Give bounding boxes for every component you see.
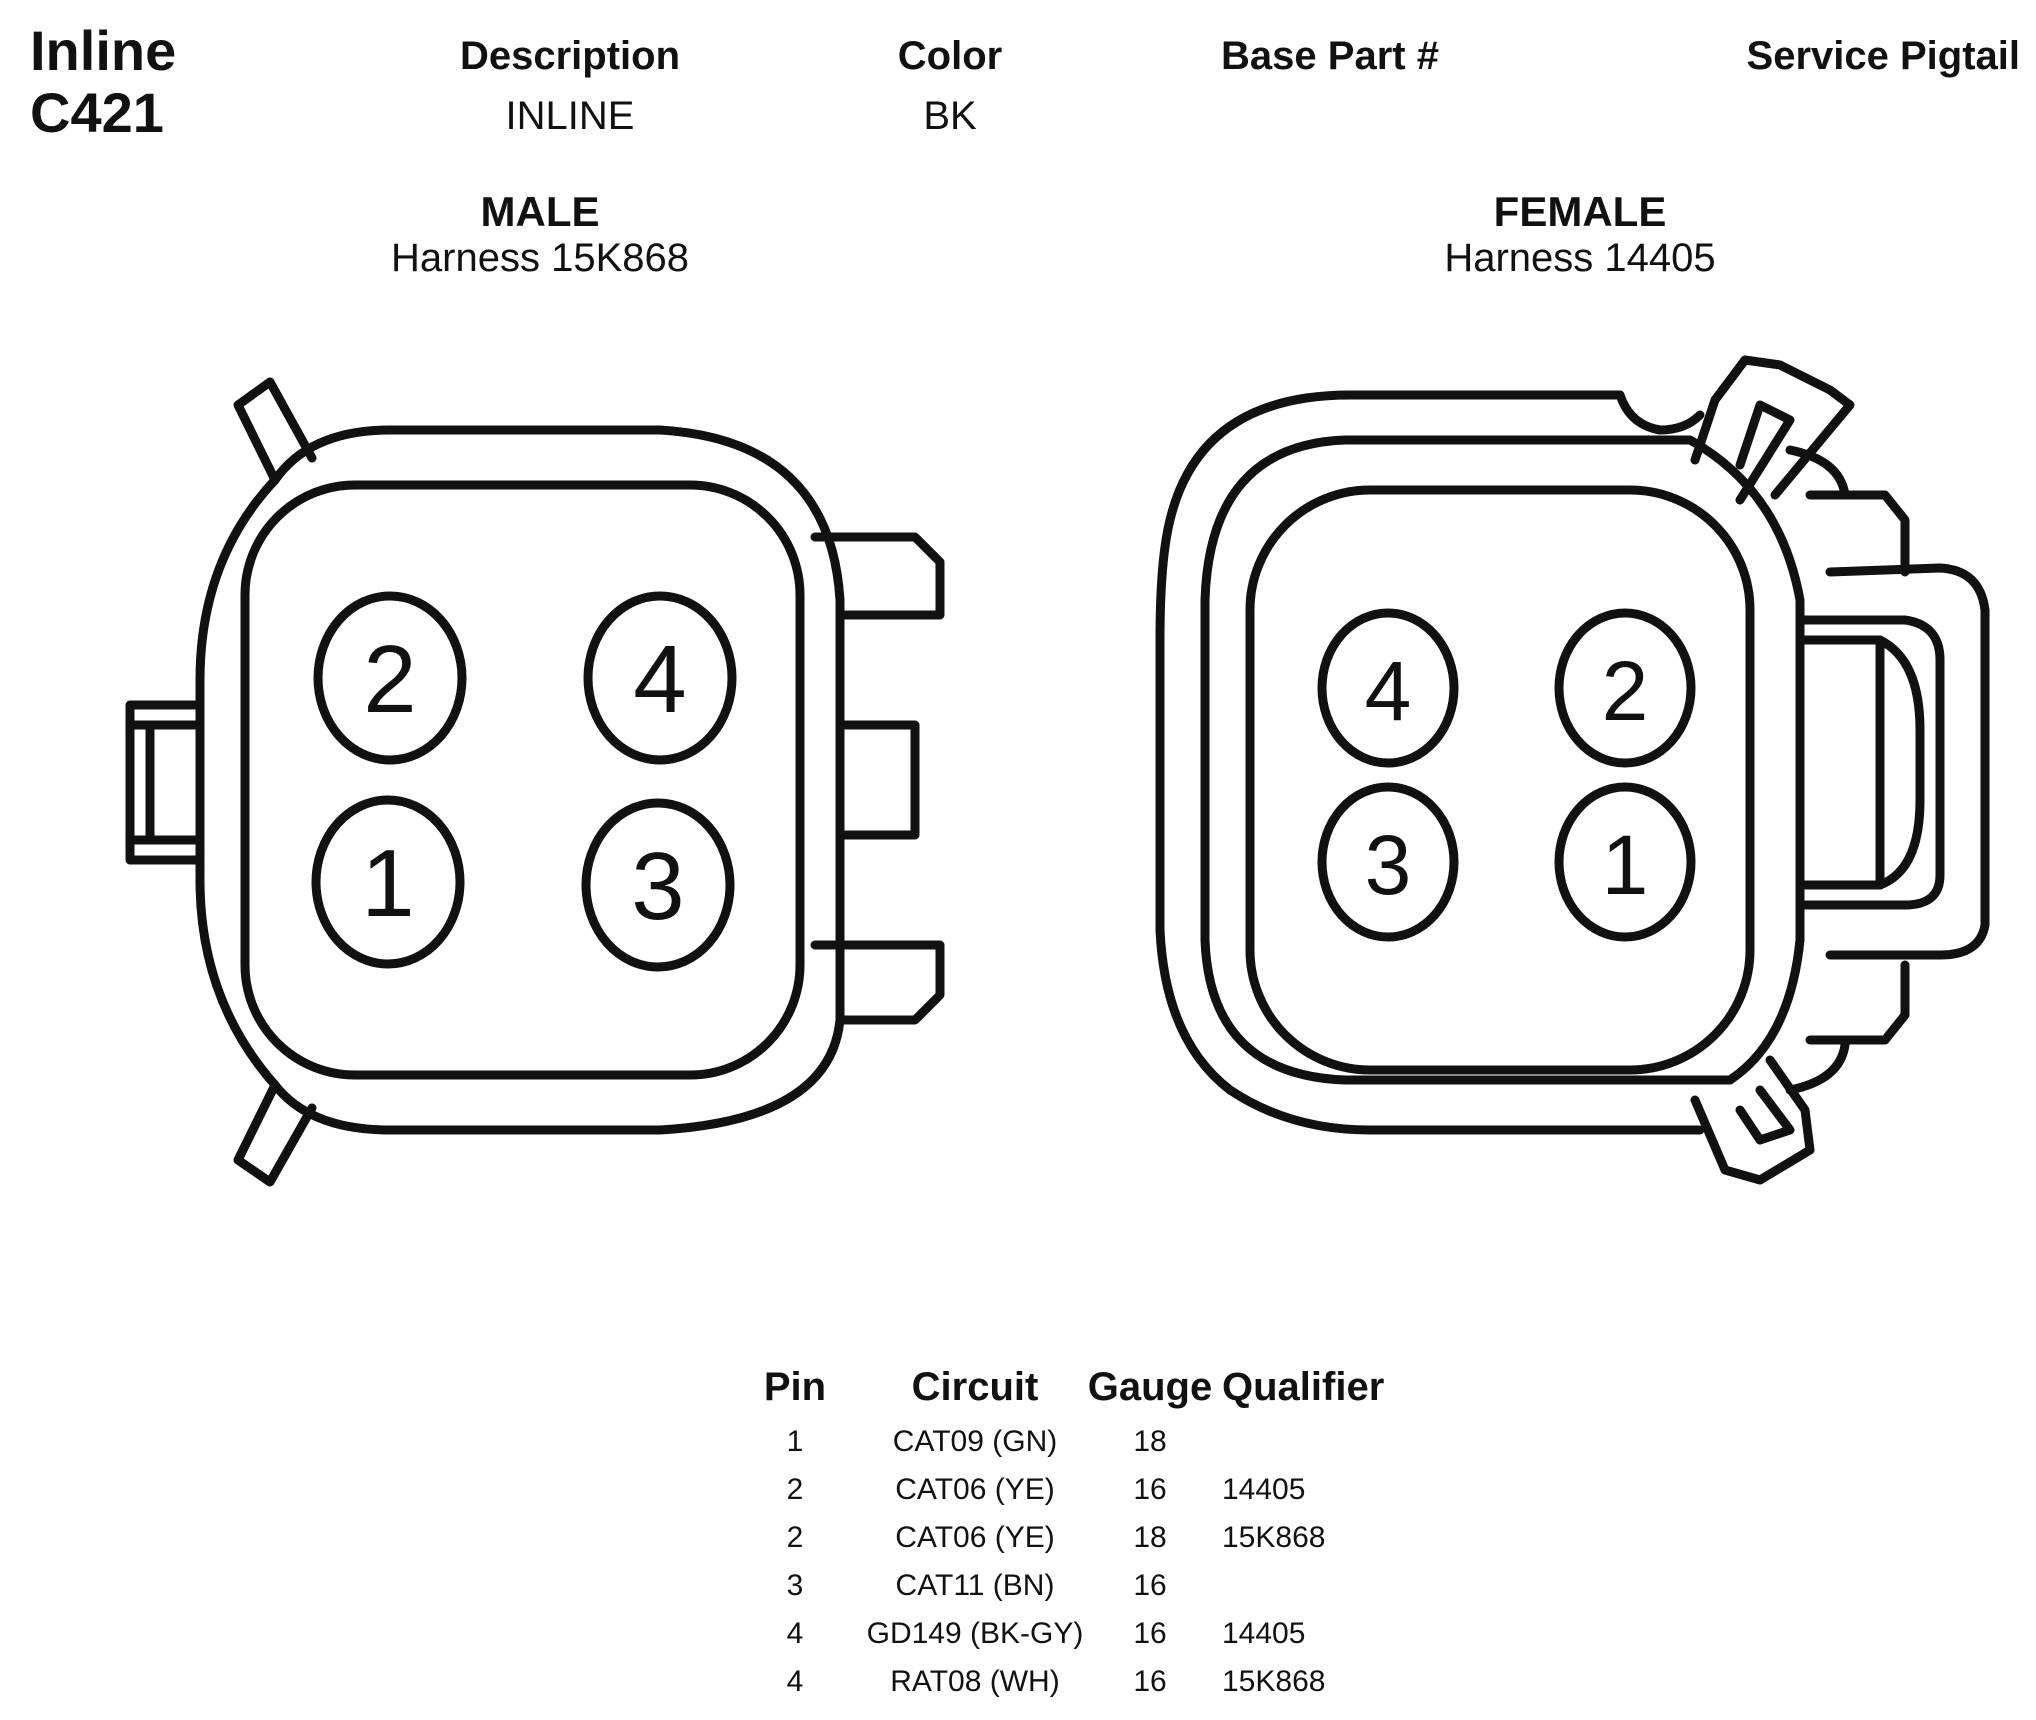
qualifier-cell: 15K868 bbox=[1222, 1521, 1326, 1554]
male-title: MALE bbox=[480, 188, 600, 235]
pin-cell: 2 bbox=[786, 1521, 804, 1554]
female-pin-label: 4 bbox=[1365, 644, 1412, 738]
gauge-cell: 18 bbox=[1133, 1425, 1167, 1458]
pin-cell: 1 bbox=[786, 1425, 804, 1458]
connector-title: Inline C421 bbox=[30, 20, 176, 144]
connector-id: C421 bbox=[30, 81, 164, 144]
connector-type: Inline bbox=[30, 19, 177, 82]
gauge-cell: 16 bbox=[1133, 1569, 1167, 1602]
gauge-column-header: Gauge bbox=[1087, 1365, 1213, 1409]
male-pin-label: 1 bbox=[361, 830, 414, 937]
table-row: 2 CAT06 (YE) 18 15K868 bbox=[740, 1521, 1440, 1569]
gauge-cell: 16 bbox=[1133, 1617, 1167, 1650]
color-value: BK bbox=[923, 94, 977, 138]
color-header: Color bbox=[897, 34, 1003, 78]
table-row: 4 RAT08 (WH) 16 15K868 bbox=[740, 1665, 1440, 1713]
table-row: 4 GD149 (BK-GY) 16 14405 bbox=[740, 1617, 1440, 1665]
pin-table-header: Pin Circuit Gauge Qualifier bbox=[740, 1365, 1440, 1425]
circuit-column-header: Circuit bbox=[911, 1365, 1039, 1409]
qualifier-cell: 15K868 bbox=[1222, 1665, 1326, 1698]
description-header: Description bbox=[459, 34, 681, 78]
service-pigtail-header: Service Pigtail bbox=[1746, 34, 2020, 78]
female-pin-label: 2 bbox=[1602, 644, 1649, 738]
male-pin-4 bbox=[583, 591, 737, 765]
pin-column-header: Pin bbox=[763, 1365, 827, 1409]
male-connector-face bbox=[125, 377, 945, 1187]
circuit-cell: CAT09 (GN) bbox=[892, 1425, 1058, 1458]
female-pin-4 bbox=[1317, 608, 1459, 768]
pin-cell: 3 bbox=[786, 1569, 804, 1602]
table-row: 3 CAT11 (BN) 16 bbox=[740, 1569, 1440, 1617]
male-pin-label: 3 bbox=[631, 833, 684, 940]
circuit-cell: GD149 (BK-GY) bbox=[866, 1617, 1084, 1650]
description-value: INLINE bbox=[505, 94, 635, 138]
male-pins bbox=[311, 591, 737, 972]
female-pin-3 bbox=[1317, 782, 1459, 942]
qualifier-cell: 14405 bbox=[1222, 1473, 1306, 1506]
female-pin-1 bbox=[1554, 782, 1696, 942]
female-pin-2 bbox=[1554, 608, 1696, 768]
circuit-cell: CAT06 (YE) bbox=[895, 1521, 1055, 1554]
male-pin-label: 2 bbox=[363, 626, 416, 733]
female-pins bbox=[1317, 608, 1696, 942]
female-connector-face bbox=[1155, 355, 1990, 1185]
male-harness: Harness 15K868 bbox=[391, 236, 689, 280]
male-pin-1 bbox=[311, 795, 465, 969]
base-part-header: Base Part # bbox=[1221, 34, 1439, 78]
circuit-cell: RAT08 (WH) bbox=[890, 1665, 1060, 1698]
gauge-cell: 16 bbox=[1133, 1473, 1167, 1506]
male-pin-2 bbox=[313, 591, 467, 765]
circuit-cell: CAT06 (YE) bbox=[895, 1473, 1055, 1506]
qualifier-column-header: Qualifier bbox=[1222, 1365, 1385, 1409]
male-pin-3 bbox=[581, 798, 735, 972]
male-pin-label: 4 bbox=[633, 626, 686, 733]
female-title: FEMALE bbox=[1493, 188, 1667, 235]
qualifier-cell: 14405 bbox=[1222, 1617, 1306, 1650]
gauge-cell: 18 bbox=[1133, 1521, 1167, 1554]
pin-cell: 4 bbox=[786, 1665, 804, 1698]
circuit-cell: CAT11 (BN) bbox=[895, 1569, 1055, 1602]
female-harness: Harness 14405 bbox=[1444, 236, 1716, 280]
table-row: 1 CAT09 (GN) 18 bbox=[740, 1425, 1440, 1473]
female-pin-label: 3 bbox=[1365, 818, 1412, 912]
pin-cell: 4 bbox=[786, 1617, 804, 1650]
table-row: 2 CAT06 (YE) 16 14405 bbox=[740, 1473, 1440, 1521]
gauge-cell: 16 bbox=[1133, 1665, 1167, 1698]
pin-cell: 2 bbox=[786, 1473, 804, 1506]
female-pin-label: 1 bbox=[1602, 818, 1649, 912]
